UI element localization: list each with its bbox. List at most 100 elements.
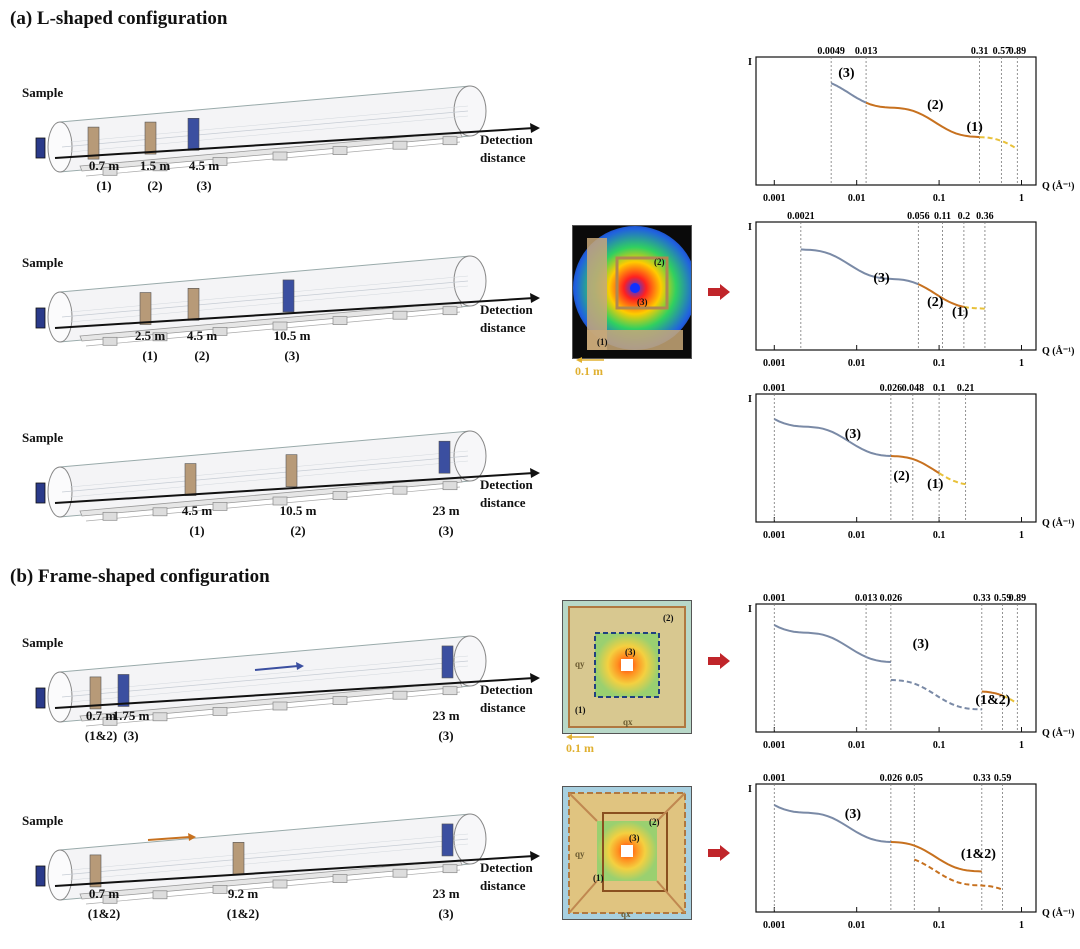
curve-segment — [890, 841, 982, 873]
region-label: (2) — [927, 98, 944, 113]
detection-label: Detection — [480, 860, 533, 875]
q-boundary-label: 0.001 — [763, 773, 786, 784]
rail-cart — [102, 336, 118, 346]
detector-plate-2 — [117, 674, 130, 707]
region-label: (3) — [845, 807, 862, 822]
curve-segment — [830, 82, 867, 104]
instrument-drawing — [35, 255, 540, 347]
distance-axis-arrowhead — [530, 673, 540, 683]
detector-plate-2 — [144, 121, 157, 155]
rail-cart — [212, 157, 228, 166]
distance-axis — [54, 855, 535, 887]
q-boundary-label: 0.026 — [880, 383, 903, 394]
distance-label: distance — [480, 495, 526, 510]
x-axis-label: Q (Å⁻¹) — [1042, 907, 1074, 919]
x-tick-label: 1 — [1019, 740, 1024, 751]
detector-plate-1 — [87, 126, 100, 160]
region-label: (3) — [873, 271, 890, 286]
detector-plate-2 — [285, 454, 298, 487]
sample-holder — [35, 865, 46, 887]
x-tick-label: 0.001 — [763, 920, 786, 931]
position-label: 4.5 m — [181, 503, 213, 518]
detector-number-label: (3) — [438, 523, 454, 538]
distance-axis-arrowhead — [530, 851, 540, 861]
curve-segment — [773, 624, 891, 663]
sample-holder — [35, 482, 46, 504]
curve-segment — [963, 305, 986, 310]
q-boundary-label: 0.026 — [880, 773, 903, 784]
q-boundary-label: 0.2 — [958, 211, 971, 222]
rail-cart — [102, 511, 118, 521]
detector-plate-3 — [441, 645, 454, 679]
plot-frame — [755, 783, 1037, 913]
distance-axis — [54, 472, 535, 504]
q-boundary-label: 0.013 — [855, 593, 878, 604]
rail-cart — [332, 874, 348, 883]
q-boundary-label: 0.59 — [994, 773, 1012, 784]
rail-cart — [442, 864, 458, 874]
detector-number-label: (3) — [196, 178, 212, 193]
region-label: (1) — [952, 305, 969, 320]
x-tick-label: 0.001 — [763, 193, 786, 204]
plot-frame — [755, 221, 1037, 351]
x-tick-label: 0.001 — [763, 530, 786, 541]
rail-cart — [442, 306, 458, 316]
scale-label: 0.1 m — [575, 364, 603, 378]
sample-holder — [35, 307, 46, 329]
red-arrow — [708, 284, 730, 300]
rail-cart — [392, 690, 408, 700]
position-label: 4.5 m — [186, 328, 218, 343]
position-label: 0.7 m — [88, 158, 120, 173]
curve-segment — [890, 679, 982, 711]
instrument-drawing — [35, 813, 540, 905]
section-a-title: (a) L-shaped configuration — [10, 8, 228, 29]
detector-number-label: (3) — [123, 728, 139, 743]
x-tick-label: 0.1 — [933, 530, 946, 541]
q-boundary-label: 0.0021 — [787, 211, 815, 222]
rail-cart — [272, 879, 288, 889]
sample-label: Sample — [22, 635, 64, 650]
curve-segment — [981, 690, 1004, 697]
position-label: 0.7 m — [85, 708, 117, 723]
detector-number-label: (2) — [147, 178, 163, 193]
rail-cart — [212, 327, 228, 336]
curve-segment — [865, 101, 980, 139]
position-label: 23 m — [432, 886, 460, 901]
sample-holder — [35, 687, 46, 709]
rail-cart — [272, 496, 288, 506]
instrument-drawing — [35, 430, 540, 522]
position-label: 0.7 m — [88, 886, 120, 901]
sample-label: Sample — [22, 813, 64, 828]
distance-axis — [54, 677, 535, 709]
q-boundary-label: 0.001 — [763, 593, 786, 604]
position-label: 2.5 m — [134, 328, 166, 343]
detector-number-label: (1&2) — [84, 728, 118, 743]
q-boundary-label: 0.31 — [971, 46, 989, 57]
sample-holder — [35, 137, 46, 159]
rail-cart — [212, 502, 228, 511]
curve-segment — [913, 858, 1003, 891]
x-tick-label: 1 — [1019, 358, 1024, 369]
distance-label: distance — [480, 150, 526, 165]
detection-label: Detection — [480, 302, 533, 317]
distance-axis-arrowhead — [530, 293, 540, 303]
curve-segment — [917, 283, 965, 308]
position-label: 23 m — [432, 708, 460, 723]
scale-arrow — [566, 734, 594, 740]
q-boundary-label: 0.013 — [855, 46, 878, 57]
rail-cart — [442, 686, 458, 696]
detection-label: Detection — [480, 477, 533, 492]
det-label-2: (2) — [649, 817, 660, 827]
detector-plate-3 — [438, 440, 451, 474]
distance-axis — [54, 297, 535, 329]
detector-number-label: (2) — [290, 523, 306, 538]
detector-plate-1 — [89, 854, 102, 888]
rail-cart — [392, 310, 408, 320]
region-label: (1&2) — [961, 847, 996, 862]
